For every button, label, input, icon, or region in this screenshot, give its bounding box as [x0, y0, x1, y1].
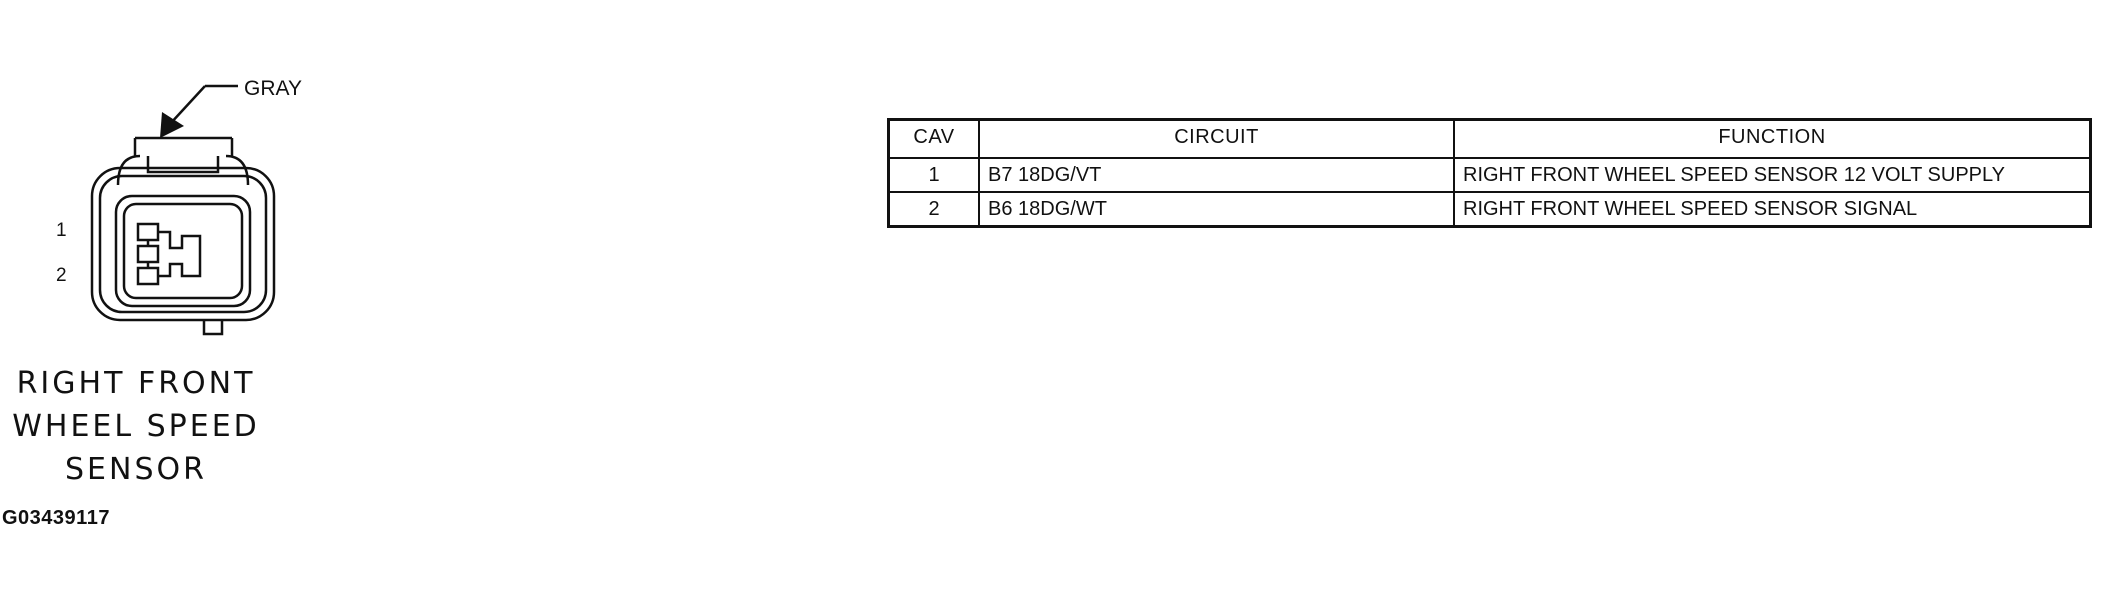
cell-circuit: B7 18DG/VT: [978, 157, 1455, 193]
cell-circuit: B6 18DG/WT: [978, 191, 1455, 228]
pin-label-2: 2: [56, 265, 67, 286]
sensor-title-line: SENSOR: [65, 452, 207, 487]
table-header-row: CAV CIRCUIT FUNCTION: [887, 118, 2092, 159]
cell-cav: 1: [887, 157, 980, 193]
header-function: FUNCTION: [1453, 118, 2092, 159]
color-callout-arrow: [169, 84, 238, 125]
connector-body: [90, 136, 276, 336]
pin-label-1: 1: [56, 220, 67, 241]
cell-function: RIGHT FRONT WHEEL SPEED SENSOR 12 VOLT S…: [1453, 157, 2092, 193]
figure-code: G03439117: [2, 507, 110, 529]
callout-arrowhead: [160, 112, 184, 138]
cell-cav: 2: [887, 191, 980, 228]
cell-function: RIGHT FRONT WHEEL SPEED SENSOR SIGNAL: [1453, 191, 2092, 228]
pinout-table: CAV CIRCUIT FUNCTION 1 B7 18DG/VT RIGHT …: [887, 118, 2092, 228]
header-cav: CAV: [887, 118, 980, 159]
table-row: 2 B6 18DG/WT RIGHT FRONT WHEEL SPEED SEN…: [887, 191, 2092, 228]
header-circuit: CIRCUIT: [978, 118, 1455, 159]
table-row: 1 B7 18DG/VT RIGHT FRONT WHEEL SPEED SEN…: [887, 157, 2092, 193]
sensor-title-line: WHEEL SPEED: [12, 409, 260, 444]
sensor-title-line: RIGHT FRONT: [16, 366, 256, 401]
color-label: GRAY: [244, 77, 302, 100]
sensor-title: RIGHT FRONT WHEEL SPEED SENSOR: [0, 362, 272, 491]
